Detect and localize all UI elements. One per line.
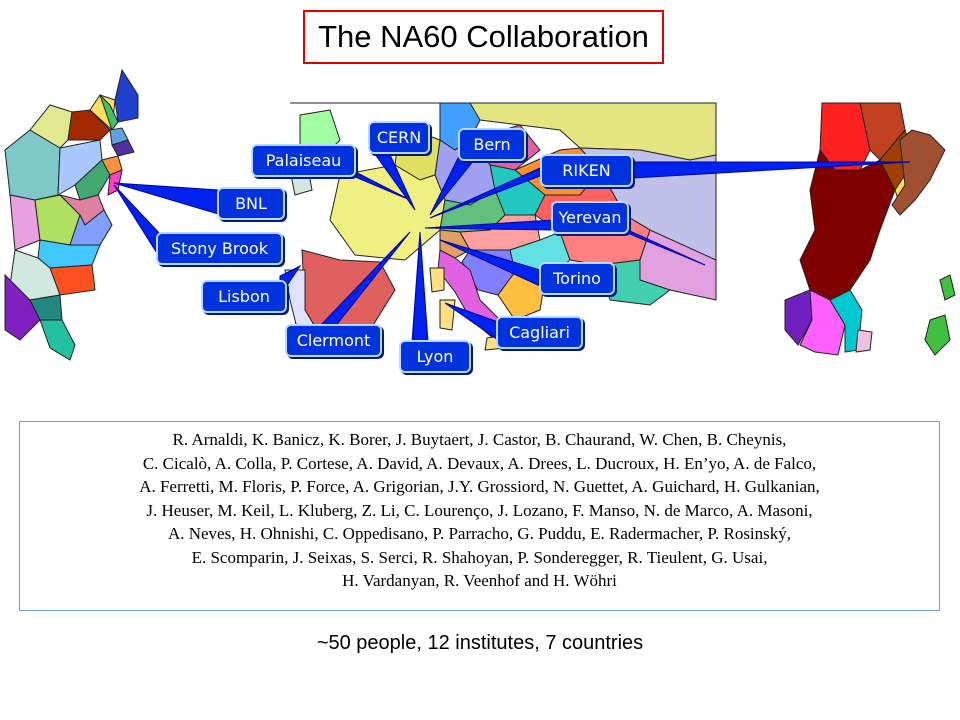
member-names-line: H. Vardanyan, R. Veenhof and H. Wöhri — [342, 571, 617, 590]
member-names-line: J. Heuser, M. Keil, L. Kluberg, Z. Li, C… — [146, 500, 813, 520]
member-names-line: R. Arnaldi, K. Banicz, K. Borer, J. Buyt… — [172, 430, 787, 449]
institute-bnl-label: BNL — [217, 187, 285, 220]
institute-cern-label: CERN — [368, 121, 430, 154]
member-names-line: E. Scomparin, J. Seixas, S. Serci, R. Sh… — [191, 547, 768, 567]
institute-stony-brook-label: Stony Brook — [156, 232, 283, 265]
institute-cagliari-label: Cagliari — [496, 316, 583, 349]
institute-palaiseau-label: Palaiseau — [251, 144, 356, 177]
member-names-line: A. Ferretti, M. Floris, P. Force, A. Gri… — [139, 477, 820, 496]
member-names-box: R. Arnaldi, K. Banicz, K. Borer, J. Buyt… — [19, 421, 940, 611]
east-asia-map-icon — [784, 102, 956, 356]
usa-east-map-icon — [4, 68, 139, 361]
institute-bern-label: Bern — [458, 128, 526, 161]
page-title: The NA60 Collaboration — [303, 10, 664, 64]
collaboration-summary: ~50 people, 12 institutes, 7 countries — [316, 632, 644, 654]
institute-yerevan-label: Yerevan — [551, 201, 629, 234]
collaboration-map — [4, 68, 956, 361]
institute-riken-label: RIKEN — [540, 154, 633, 187]
institute-lisbon-label: Lisbon — [201, 280, 287, 313]
member-names-line: A. Neves, H. Ohnishi, C. Oppedisano, P. … — [167, 524, 792, 543]
institute-clermont-label: Clermont — [285, 324, 382, 357]
member-names-line: C. Cicalò, A. Colla, P. Cortese, A. Davi… — [142, 453, 817, 473]
institute-lyon-label: Lyon — [399, 340, 471, 373]
institute-torino-label: Torino — [539, 262, 615, 295]
